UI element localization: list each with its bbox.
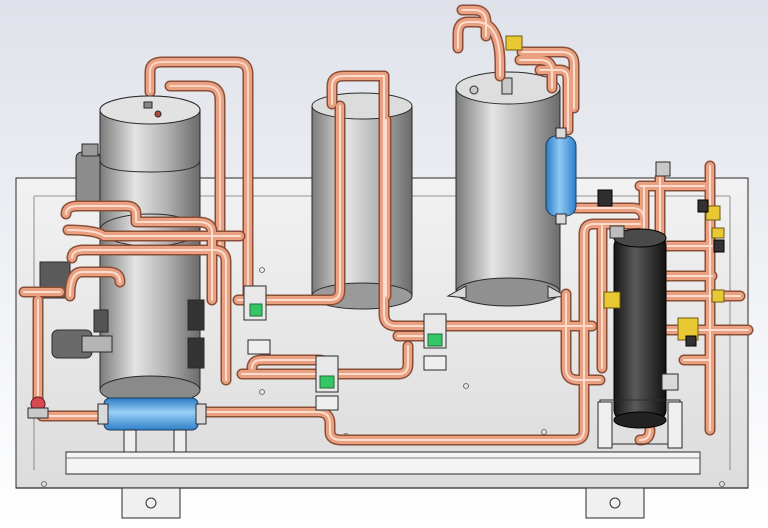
- copper-pipe-shine: [539, 69, 569, 131]
- copper-pipe-shine: [639, 429, 651, 441]
- expansion-valve-group: [505, 35, 725, 341]
- copper-pipe-shine: [383, 75, 593, 327]
- brass-valve: [603, 291, 621, 309]
- control-parts: [597, 161, 725, 391]
- copper-piping-back: [144, 56, 254, 306]
- brass-valve: [711, 289, 725, 303]
- copper-pipe-shine: [67, 229, 241, 237]
- brass-valve: [705, 205, 721, 221]
- accumulator-tank: [311, 92, 413, 310]
- copper-pipe-shine: [241, 345, 409, 375]
- sight-glass-filter: [97, 397, 207, 453]
- solenoid-valve: [423, 313, 447, 371]
- expansion-valve: [27, 396, 49, 419]
- solenoid-valve: [243, 285, 271, 355]
- filter-drier: [545, 127, 577, 225]
- copper-pipe-shine: [461, 9, 487, 37]
- vertical-receiver-tank: [99, 95, 201, 405]
- copper-pipe-shine: [331, 75, 385, 105]
- copper-pipe-shine: [71, 249, 227, 381]
- solenoid-valve-group: [243, 285, 447, 411]
- copper-pipe-shine: [519, 59, 553, 89]
- copper-pipe-shine: [457, 21, 501, 77]
- brass-valve: [711, 227, 725, 239]
- copper-pipe-shine: [69, 271, 121, 297]
- oil-separator: [597, 225, 683, 449]
- brass-valve: [505, 35, 523, 51]
- copper-pipe-shine: [237, 105, 341, 301]
- compressor: [446, 71, 568, 307]
- copper-pipe-shine: [65, 205, 213, 301]
- copper-pipe-shine: [565, 293, 601, 381]
- solenoid-valve: [315, 355, 339, 411]
- copper-pipe-shine: [521, 51, 575, 109]
